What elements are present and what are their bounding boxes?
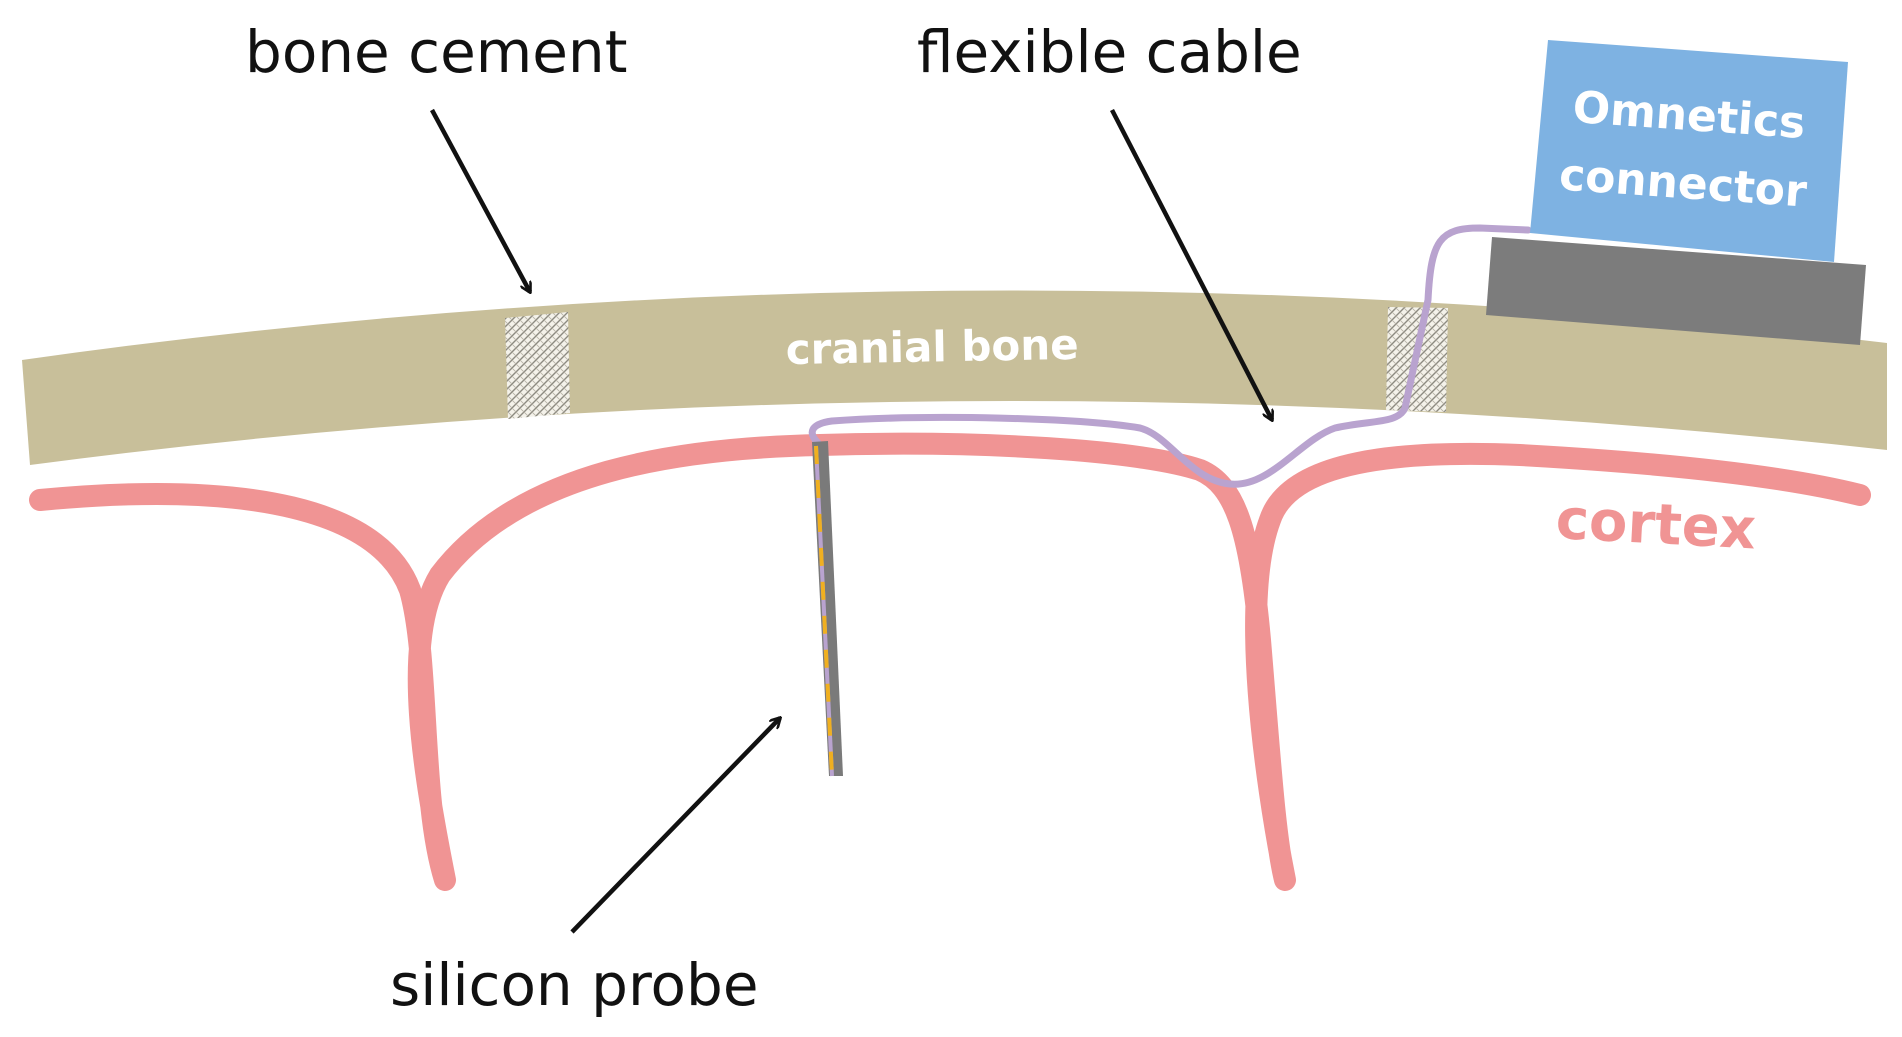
cortex-line xyxy=(29,432,1871,891)
connector-base xyxy=(1486,237,1866,345)
silicon-probe-label: silicon probe xyxy=(390,951,759,1019)
flexible-cable xyxy=(808,224,1532,488)
silicon-probe xyxy=(812,441,843,777)
connector-body xyxy=(1530,40,1848,262)
flexible-cable-arrow xyxy=(1110,108,1272,420)
cortex-label: cortex xyxy=(1554,487,1757,562)
silicon-probe-arrow xyxy=(570,718,780,934)
bone-cement-patch-left xyxy=(505,312,570,419)
omnetics-connector: Omnetics connector xyxy=(1486,40,1866,345)
bone-cement-label: bone cement xyxy=(245,18,627,86)
flexible-cable-label: flexible cable xyxy=(917,18,1302,86)
bone-cement-arrow xyxy=(430,108,532,292)
cranial-bone-label: cranial bone xyxy=(785,320,1079,374)
